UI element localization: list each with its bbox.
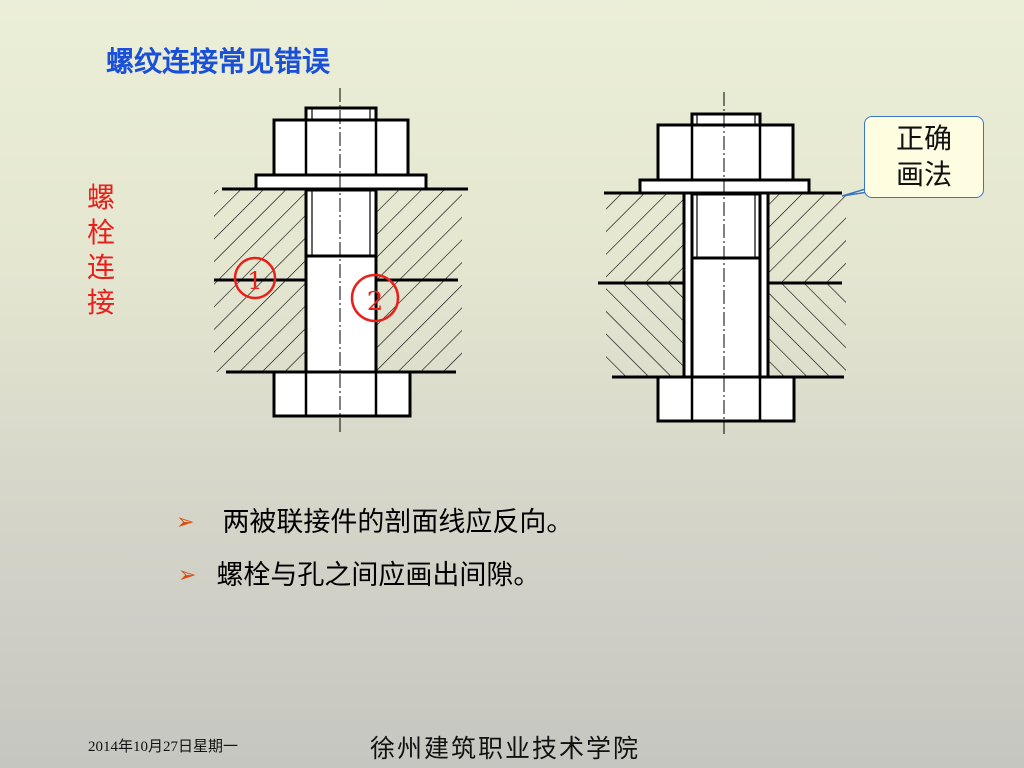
marker-1-label: 1 — [247, 267, 262, 295]
callout-line-2: 画法 — [895, 158, 952, 191]
slide-title: 螺纹连接常见错误 — [106, 45, 331, 78]
marker-2-label: 2 — [367, 287, 384, 317]
callout-line-1: 正确 — [895, 122, 952, 155]
bullet-text-2: 螺栓与孔之间应画出间隙。 — [216, 560, 541, 591]
arrow-right-icon: ➢ — [176, 510, 195, 535]
arrow-right-icon: ➢ — [178, 563, 197, 588]
incorrect-bolt-drawing: 1 2 — [214, 88, 468, 432]
bullet-item-2: ➢ 螺栓与孔之间应画出间隙。 — [178, 553, 540, 592]
footer-date: 2014年10月27日星期一 — [88, 739, 239, 755]
bullet-text-1: 两被联接件的剖面线应反向。 — [222, 507, 574, 538]
bullet-item-1: ➢ 两被联接件的剖面线应反向。 — [176, 500, 573, 539]
error-marker-1 — [233, 256, 277, 300]
error-marker-2 — [350, 273, 400, 323]
footer-school: 徐州建筑职业技术学院 — [370, 734, 641, 763]
correct-method-callout: 正确 画法 — [864, 116, 984, 198]
correct-bolt-drawing — [598, 92, 846, 434]
side-label: 螺栓连接 — [86, 181, 115, 319]
